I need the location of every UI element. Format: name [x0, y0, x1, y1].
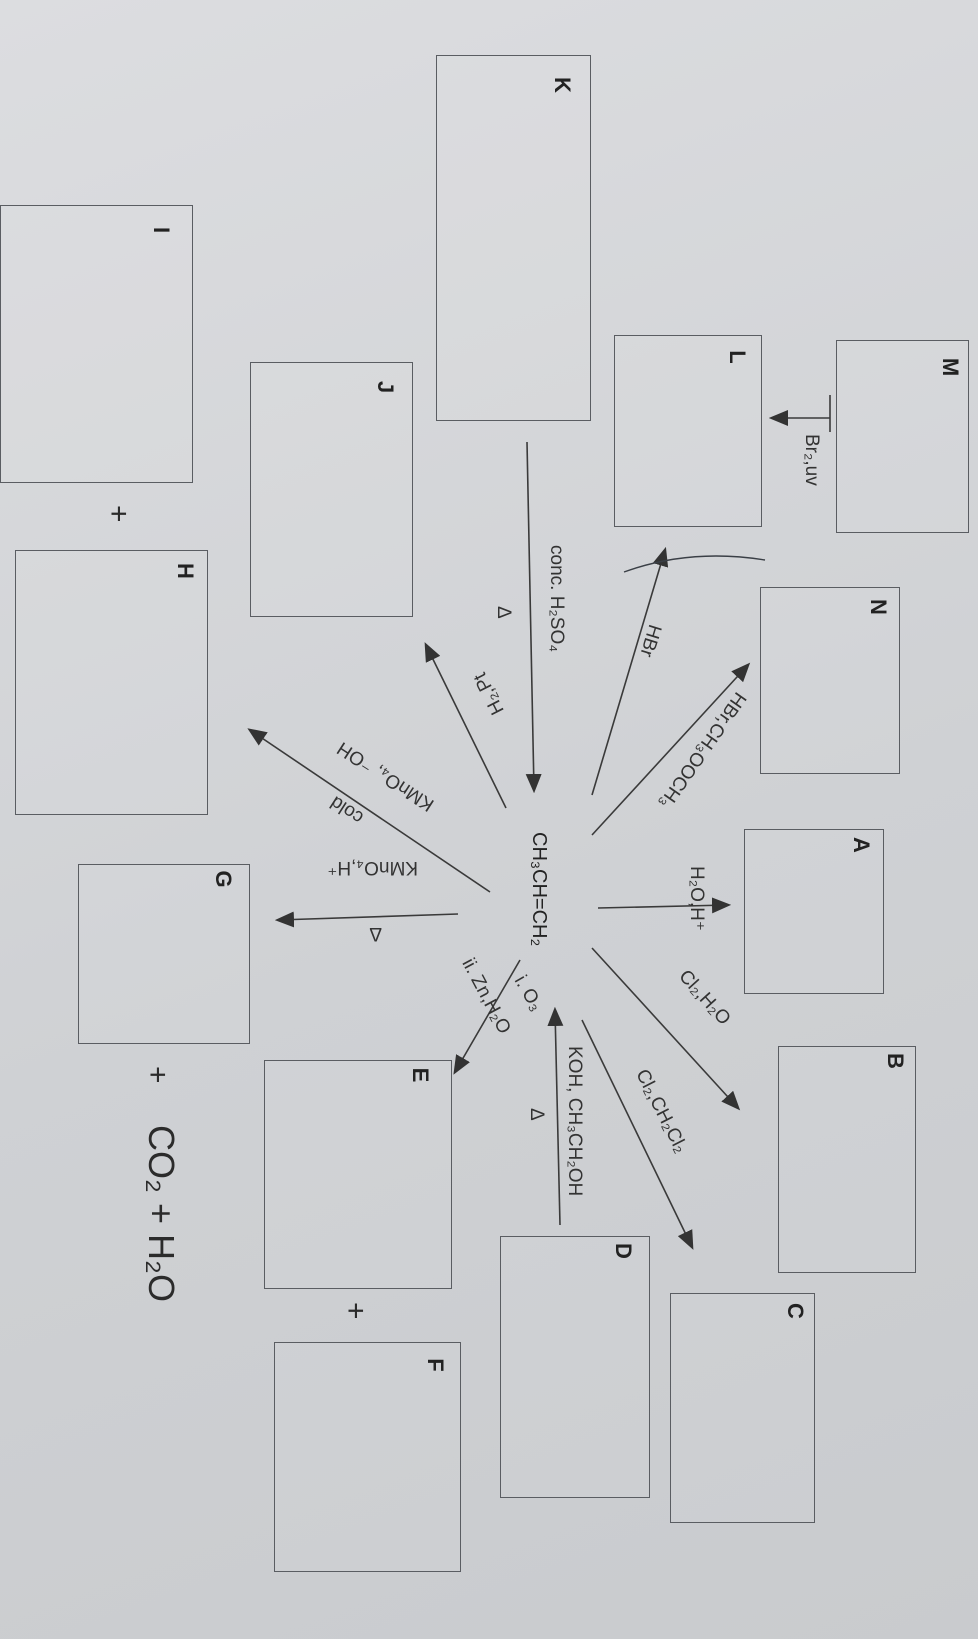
- cond-from-D-1: KOH, CH₃CH₂OH: [564, 1046, 585, 1197]
- box-M: [836, 340, 969, 533]
- label-A: A: [849, 837, 874, 853]
- box-G: [78, 864, 250, 1044]
- pen-stroke: [623, 555, 766, 573]
- arrow-to-J: [424, 642, 507, 809]
- co2-h2o-products: CO₂ + H₂O: [141, 1125, 182, 1302]
- arrow-to-L: [591, 546, 669, 796]
- cond-from-K-1: conc. H₂SO₄: [546, 545, 567, 652]
- arrow-from-K: [525, 441, 542, 794]
- arrow-to-C: [581, 1019, 694, 1250]
- label-I: I: [149, 226, 174, 234]
- box-I: [0, 205, 193, 483]
- cond-to-G-1: KMnO₄,H⁺: [327, 857, 418, 878]
- box-C: [670, 1293, 815, 1523]
- plus-E-F: +: [339, 1302, 372, 1320]
- plus-H-I: +: [102, 505, 135, 523]
- label-H: H: [173, 563, 198, 579]
- arrow-to-N: [591, 662, 751, 836]
- cond-to-A: H₂O,H⁺: [686, 866, 707, 931]
- box-L: [614, 335, 762, 527]
- label-F: F: [423, 1358, 448, 1372]
- plus-G: +: [141, 1066, 174, 1084]
- label-C: C: [783, 1303, 808, 1319]
- box-B: [778, 1046, 916, 1273]
- cond-from-K-2: Δ: [493, 606, 514, 619]
- label-D: D: [611, 1243, 636, 1259]
- label-N: N: [866, 599, 891, 615]
- box-F: [274, 1342, 461, 1572]
- box-J: [250, 362, 413, 617]
- label-L: L: [725, 350, 750, 364]
- box-A: [744, 829, 884, 994]
- center-compound: CH₃CH=CH₂: [528, 832, 550, 947]
- box-N: [760, 587, 900, 774]
- label-K: K: [550, 77, 575, 93]
- box-D: [500, 1236, 650, 1498]
- arrow-to-G: [274, 911, 459, 928]
- box-H: [15, 550, 208, 815]
- arrow-to-E: [453, 959, 521, 1075]
- label-J: J: [373, 380, 398, 394]
- cond-to-G-2: Δ: [369, 923, 382, 944]
- label-G: G: [211, 870, 236, 888]
- arrow-to-H: [247, 728, 491, 893]
- box-K: [436, 55, 591, 421]
- cond-from-D-2: Δ: [526, 1108, 547, 1121]
- label-B: B: [883, 1053, 908, 1069]
- arrow-from-D: [547, 1006, 564, 1226]
- label-M: M: [938, 357, 963, 377]
- box-E: [264, 1060, 452, 1289]
- arrow-to-A: [597, 897, 732, 914]
- cond-L-to-M: Br₂,uv: [801, 434, 822, 486]
- label-E: E: [408, 1067, 433, 1083]
- arrow-to-B: [591, 947, 741, 1111]
